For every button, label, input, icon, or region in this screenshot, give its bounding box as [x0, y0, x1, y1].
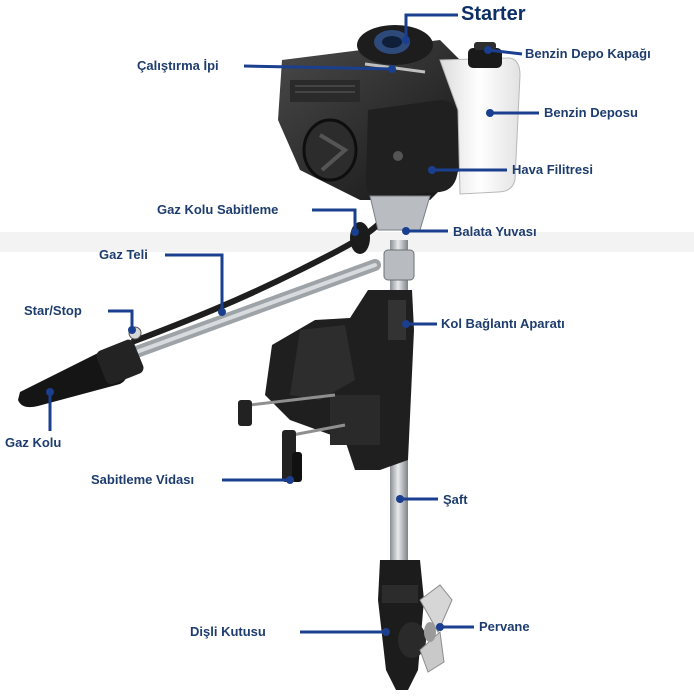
dot-disli-kutusu [382, 628, 390, 636]
dot-sabitleme-vidasi [286, 476, 294, 484]
label-balata-yuvasi: Balata Yuvası [453, 224, 537, 239]
dot-star-stop [128, 326, 136, 334]
label-star-stop: Star/Stop [24, 303, 82, 318]
dot-gaz-teli [218, 308, 226, 316]
dot-benzin-deposu [486, 109, 494, 117]
dot-benzin-depo-kapagi [484, 46, 492, 54]
label-gaz-kolu: Gaz Kolu [5, 435, 62, 450]
leader-starter [404, 13, 458, 40]
leader-lines [48, 13, 539, 634]
label-hava-filitresi: Hava Filitresi [512, 162, 593, 177]
dot-gaz-kolu-sabitleme [351, 228, 359, 236]
label-benzin-deposu: Benzin Deposu [544, 105, 638, 120]
air-filter-cover [366, 100, 458, 196]
clamp-bracket [265, 290, 414, 470]
starter-cover [357, 25, 433, 65]
dot-kol-baglanti [402, 320, 410, 328]
leader-gaz-kolu-sabitleme [312, 208, 357, 232]
label-starter: Starter [461, 3, 526, 25]
fuel-cap [468, 42, 502, 68]
background-reflection [0, 232, 694, 252]
fuel-tank [439, 57, 521, 195]
dot-balata-yuvasi [402, 227, 410, 235]
leader-dots [46, 36, 494, 636]
leader-benzin-depo-kapagi [487, 48, 523, 56]
shaft-collar [383, 249, 415, 281]
label-disli-kutusu: Dişli Kutusu [190, 624, 266, 639]
gearbox [378, 560, 426, 690]
dot-calistirma-ipi [388, 65, 396, 73]
label-gaz-teli: Gaz Teli [99, 247, 148, 262]
exhaust-housing [369, 195, 431, 231]
dot-starter [402, 36, 410, 44]
leader-star-stop [108, 309, 134, 330]
dot-gaz-kolu [46, 388, 54, 396]
throttle-grip [18, 339, 144, 408]
label-benzin-depo-kapagi: Benzin Depo Kapağı [525, 46, 651, 61]
label-saft: Şaft [443, 492, 468, 507]
dot-pervane [436, 623, 444, 631]
dot-saft [396, 495, 404, 503]
label-pervane: Pervane [479, 619, 530, 634]
label-calistirma-ipi: Çalıştırma İpi [137, 58, 219, 73]
label-kol-baglanti-aparati: Kol Bağlantı Aparatı [441, 316, 565, 331]
leader-gaz-teli [165, 253, 224, 312]
leader-calistirma-ipi [243, 64, 393, 71]
throttle-lock-knob [350, 222, 370, 254]
tiller-arm [114, 259, 381, 364]
dot-hava-filitresi [428, 166, 436, 174]
propeller [419, 584, 453, 673]
label-gaz-kolu-sabitleme: Gaz Kolu Sabitleme [157, 202, 279, 217]
label-sabitleme-vidasi: Sabitleme Vidası [91, 472, 195, 487]
clamp-screws [238, 393, 346, 482]
